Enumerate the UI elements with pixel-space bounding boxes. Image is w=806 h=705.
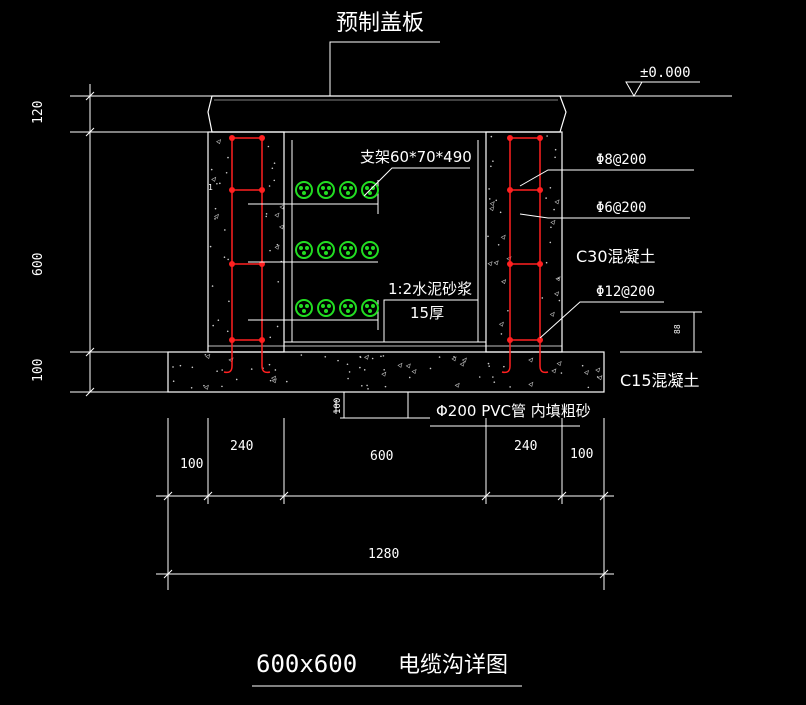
rebar-dot [507, 135, 513, 141]
rebar-dot [229, 261, 235, 267]
rebar-dot [259, 135, 265, 141]
rebar-dot [537, 261, 543, 267]
small-mark-label: 1 [208, 183, 213, 192]
c30-label: C30混凝土 [576, 247, 656, 266]
vdim-120: 120 [31, 101, 46, 124]
hdim-240-right: 240 [514, 439, 537, 454]
rebar-dot [537, 135, 543, 141]
pvc-dim-label: 100 [333, 398, 343, 414]
c15-base [167, 351, 605, 393]
hdim-100-right: 100 [570, 447, 593, 462]
horizontal-dimension [156, 418, 614, 590]
rebar-dot [507, 261, 513, 267]
vertical-dimension [70, 84, 212, 397]
cable-icon [295, 181, 313, 199]
title-size: 600x600 [256, 650, 357, 678]
hdim-240-left: 240 [230, 439, 253, 454]
cable-icon [339, 181, 357, 199]
vdim-600: 600 [31, 253, 46, 276]
hdim-600: 600 [370, 449, 393, 464]
cable-icon [295, 299, 313, 317]
concrete-aggregate [172, 135, 603, 390]
c15-label: C15混凝土 [620, 371, 700, 390]
right-small-dimension [620, 311, 702, 353]
rebar-phi8-label: Φ8@200 [596, 152, 647, 168]
cable-icon [361, 241, 379, 259]
vdim-100: 100 [31, 359, 46, 382]
cable-groups [295, 181, 379, 317]
cable-supports [248, 180, 379, 330]
small-dim-label: 88 [673, 324, 682, 334]
rebar-dot [229, 337, 235, 343]
cable-icon [317, 299, 335, 317]
rebar-dot [229, 135, 235, 141]
rebar-dot [507, 187, 513, 193]
elevation-label: ±0.000 [640, 65, 691, 81]
cable-icon [339, 241, 357, 259]
hdim-100-left: 100 [180, 457, 203, 472]
leader-lines [340, 167, 694, 427]
rebar-dot [259, 187, 265, 193]
rebar-dot [537, 337, 543, 343]
rebar-dot [507, 337, 513, 343]
cable-icon [339, 299, 357, 317]
right-rebar-cage [501, 137, 549, 374]
rebar-phi6-label: Φ6@200 [596, 200, 647, 216]
rebar-dot [229, 187, 235, 193]
cover-leader [329, 41, 440, 96]
precast-cover-slab [207, 95, 567, 133]
rebar-dot [537, 187, 543, 193]
cable-icon [317, 241, 335, 259]
left-wall [207, 131, 285, 353]
mortar-thickness-label: 15厚 [410, 304, 444, 322]
elevation-marker [560, 81, 732, 98]
rebar-dot [259, 337, 265, 343]
title-name: 电缆沟详图 [398, 653, 508, 678]
cable-icon [317, 181, 335, 199]
pvc-label: Φ200 PVC管 内填粗砂 [436, 402, 591, 420]
support-label: 支架60*70*490 [360, 148, 472, 166]
cable-icon [295, 241, 313, 259]
precast-cover-label: 预制盖板 [336, 11, 424, 36]
mortar-label: 1:2水泥砂浆 [388, 280, 472, 298]
rebar-phi12-label: Φ12@200 [596, 284, 655, 300]
cable-icon [361, 299, 379, 317]
rebar-dots [229, 135, 543, 343]
left-rebar-cage [223, 137, 271, 374]
cable-icon [361, 181, 379, 199]
mortar-box [383, 299, 479, 343]
hdim-total: 1280 [368, 547, 399, 562]
